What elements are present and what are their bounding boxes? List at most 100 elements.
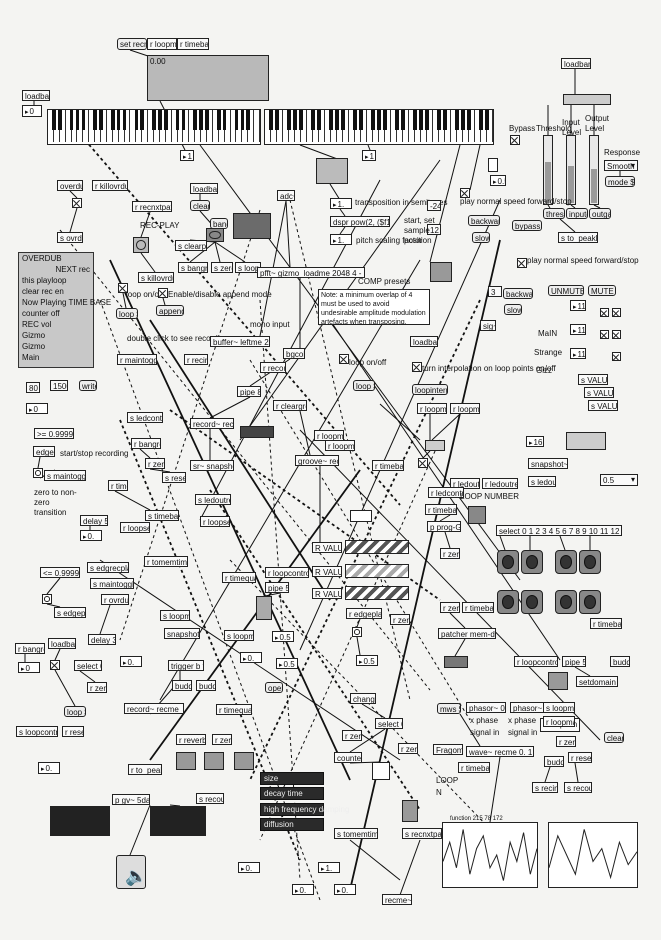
- piano-black-key[interactable]: [341, 110, 345, 131]
- mute-number-3[interactable]: 110: [570, 348, 586, 359]
- overdub-panel-row[interactable]: clear rec en: [22, 287, 64, 296]
- r-loopmax-mid[interactable]: r loopmax: [450, 403, 480, 414]
- n1500-object[interactable]: 1500: [50, 380, 68, 391]
- loop-mid-toggle[interactable]: [339, 354, 349, 364]
- counter-object[interactable]: counter: [334, 752, 362, 763]
- r-timequaf-2[interactable]: r timequaf: [216, 704, 252, 715]
- speed-number-3[interactable]: 3: [488, 286, 502, 297]
- n24-object[interactable]: -24: [427, 200, 441, 211]
- clear-message[interactable]: clear: [190, 200, 210, 211]
- overdub-panel-row[interactable]: Gizmo: [22, 331, 46, 340]
- preset-matrix[interactable]: [566, 432, 606, 450]
- piano-white-key[interactable]: [385, 110, 391, 142]
- pad-1[interactable]: [497, 550, 519, 574]
- patcher-object[interactable]: patcher mem-dir-vec: [438, 628, 496, 639]
- r-zero-right-2[interactable]: r zero: [440, 602, 460, 613]
- write-message[interactable]: write: [79, 380, 97, 391]
- mute-toggle-5[interactable]: [612, 352, 621, 361]
- piano-white-key[interactable]: [60, 110, 66, 142]
- piano-black-key[interactable]: [293, 110, 297, 131]
- pipe80-object[interactable]: pipe 80: [237, 386, 261, 397]
- buddy-low-right[interactable]: buddy: [544, 756, 564, 767]
- piano-black-key[interactable]: [401, 110, 405, 131]
- r-tomemtiming-object[interactable]: r tomemtiming: [144, 556, 188, 567]
- piano-white-key[interactable]: [445, 110, 451, 142]
- groove-recme-object[interactable]: groove~ recme: [295, 455, 339, 466]
- s-recout-right[interactable]: s recout: [564, 782, 592, 793]
- piano-black-key[interactable]: [199, 110, 203, 131]
- s-recnxtpatt-object[interactable]: s recnxtpatt: [402, 828, 442, 839]
- output-level-slider[interactable]: [589, 135, 599, 205]
- piano-black-key[interactable]: [419, 110, 423, 131]
- loadbang-object[interactable]: loadbang: [22, 90, 50, 101]
- s-clearpro-object[interactable]: s clearpro: [175, 240, 207, 251]
- p-prog-gen-object[interactable]: p prog-GEN: [427, 521, 461, 532]
- r-recin-object[interactable]: r recin: [184, 354, 208, 365]
- r-peaklim-object[interactable]: r to_peaklim: [128, 764, 162, 775]
- mute-number-1[interactable]: 110: [570, 300, 586, 311]
- delay30-object[interactable]: delay 30: [88, 634, 116, 645]
- piano-white-key[interactable]: [427, 110, 433, 142]
- pipe50-1[interactable]: pipe 50: [265, 582, 289, 593]
- r-loopmin-mid[interactable]: r loopmin: [417, 403, 447, 414]
- pp05b-number[interactable]: 0.5: [276, 658, 298, 669]
- record-recme-mid[interactable]: record~ recme: [190, 418, 234, 429]
- loop-mini[interactable]: [425, 440, 445, 451]
- piano-black-key[interactable]: [116, 110, 121, 131]
- r-timequaf-1[interactable]: r timequaf: [222, 572, 256, 583]
- overdub-panel-row[interactable]: Main: [22, 353, 40, 362]
- r-reverb-object[interactable]: r reverb: [176, 734, 206, 745]
- reverb-knob-c[interactable]: [234, 752, 254, 770]
- number-box[interactable]: 0: [22, 105, 42, 117]
- piano-white-key[interactable]: [101, 110, 107, 142]
- piano-white-key[interactable]: [487, 110, 493, 142]
- bottom-number-d[interactable]: 1.: [318, 862, 340, 873]
- piano-black-key[interactable]: [111, 110, 115, 131]
- clear-message-right[interactable]: clear: [604, 732, 624, 743]
- mute-all-message[interactable]: MUTE all: [588, 285, 616, 296]
- piano-black-key[interactable]: [299, 110, 303, 131]
- s-zero-object[interactable]: s zero: [211, 262, 233, 273]
- pad-6[interactable]: [521, 590, 543, 614]
- piano-black-key[interactable]: [205, 110, 209, 131]
- fragomat-object[interactable]: Fragomat: [433, 744, 463, 755]
- r-loopmax-2[interactable]: r loopmax: [325, 440, 355, 451]
- mute-toggle-1[interactable]: [600, 308, 609, 317]
- piano-black-key[interactable]: [52, 110, 56, 131]
- select-row-object[interactable]: select 0 1 2 3 4 5 6 7 8 9 10 11 12 13 1…: [496, 525, 622, 536]
- r-timebase-mid[interactable]: r timebase: [372, 460, 404, 471]
- piano-white-key[interactable]: [343, 110, 349, 142]
- r-maintogglein-object[interactable]: r maintogglein: [117, 354, 157, 365]
- threshold-message[interactable]: threshold $1: [543, 208, 565, 219]
- r-bangres-mid[interactable]: r bangres: [131, 438, 161, 449]
- r-zero-right[interactable]: r zero: [440, 548, 460, 559]
- piano-white-key[interactable]: [183, 110, 190, 142]
- s-recout-low[interactable]: s recout: [196, 793, 224, 804]
- set-recmode-message[interactable]: set recme: [117, 38, 147, 50]
- piano-white-key[interactable]: [142, 110, 149, 142]
- delay50-object[interactable]: delay 50: [80, 515, 108, 526]
- piano-white-key[interactable]: [254, 110, 260, 142]
- waveform-display[interactable]: 0.00: [147, 55, 269, 101]
- piano-black-key[interactable]: [122, 110, 127, 131]
- trigger-object[interactable]: trigger b f: [168, 660, 204, 671]
- ezdac-speaker[interactable]: 🔈: [116, 855, 147, 889]
- piano-white-key[interactable]: [225, 110, 231, 142]
- r-zero-center[interactable]: r zero: [390, 614, 410, 625]
- center-number-box[interactable]: [350, 510, 372, 522]
- piano-black-key[interactable]: [140, 110, 144, 131]
- overdub-panel-row[interactable]: Now Playing TIME BASE: [22, 298, 112, 307]
- edge-bang[interactable]: [33, 468, 43, 478]
- loop-message[interactable]: loop $1: [116, 308, 138, 319]
- response-menu[interactable]: Smooth: [604, 160, 638, 171]
- s-value1-object[interactable]: s VALUE1: [578, 374, 608, 385]
- piano-black-key[interactable]: [395, 110, 399, 131]
- piano-black-key[interactable]: [164, 110, 168, 131]
- piano-black-key[interactable]: [353, 110, 357, 131]
- keyboard-left[interactable]: [47, 109, 261, 145]
- piano-black-key[interactable]: [275, 110, 279, 131]
- s-to-peaklim-object[interactable]: s to_peaklim: [558, 232, 598, 243]
- backward-message-2[interactable]: backward: [503, 288, 533, 299]
- loop-low-toggle[interactable]: [50, 660, 60, 670]
- bottom-number-a[interactable]: 0.: [238, 862, 260, 873]
